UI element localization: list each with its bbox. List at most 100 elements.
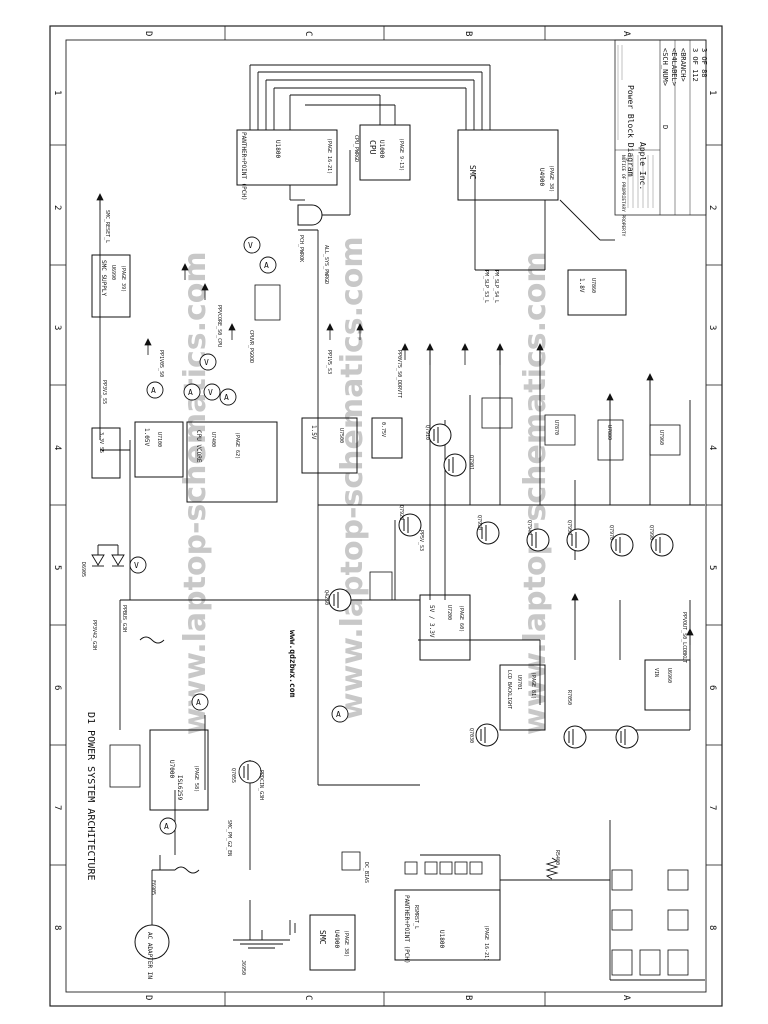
block-u7960-label: U7960 [658,430,664,445]
pch-left-block: PANTHER+POINT (PCH) U1800 (PAGE 16-21) [394,889,501,964]
title-block-page-title: Power Block Diagram [626,85,635,177]
grid-number-7-right: 7 [707,805,717,810]
title-block-notice: NOTICE OF PROPRIETARY PROPERTY [620,155,626,237]
resistor-r5400 [545,857,559,880]
grid-number-2-left: 2 [52,205,62,210]
lcd-backlight-ref: U9701 [516,675,522,690]
rail-ppbus-label: PPBUS_G3H [121,605,127,632]
diode-d6905 [91,544,125,567]
voltmeter-vcore-v2: V [203,383,221,401]
logic-gate-row [404,861,483,875]
grid-number-4-left: 4 [52,445,62,450]
charger-side-block [109,744,141,788]
rail-pp3v42-label: PP3V42_G3H [91,620,97,650]
signal-pch-pwrok-label: PCH_PWROK [298,235,304,262]
grid-number-3-right: 3 [707,325,717,330]
outer-border [49,25,723,1007]
vreg-5v-3v3-block: 5V / 3.3V U7200 (PAGE 60) [419,594,471,661]
charger-ref: U7000 [168,760,175,778]
rail-ppdcin-label: PPDCIN_G3H [258,770,264,800]
mosfet-q7055-label: Q7055 [230,768,236,783]
mosfet-q7901-label: Q7901 [468,455,474,470]
grid-letter-d-top: D [143,31,153,36]
title-block-branch: <BRANCH> [679,48,687,82]
grid-number-1-right: 1 [707,90,717,95]
inner-border [65,39,707,993]
voltmeter-cpu-top: V [243,236,261,254]
cpu-vcore-block: CPU VCORE U7400 (PAGE 62) [186,421,278,503]
grid-number-5-left: 5 [52,565,62,570]
ldo-right-block: VIN U6960 [644,659,691,711]
title-block-rev: D [661,125,669,129]
watermark-center: www.laptop-schematics.com [335,236,370,720]
svg-text:A: A [164,822,169,831]
grid-number-8-left: 8 [52,925,62,930]
pch-left-page: (PAGE 16-21) [483,925,489,961]
vreg-1v5-label: 1.5V [310,425,317,440]
pch-top-block: PANTHER+POINT (PCH) U1800 (PAGE 16-21) [236,129,338,201]
ammeter-5v: A [331,705,349,723]
mosfet-q7990 [650,533,674,557]
mosfet-q7930-label: Q7930 [476,515,482,530]
vreg-1v5-ref: U7500 [338,428,344,443]
signal-all-sys-pwrgd-label: ALL_SYS_PWRGD [323,245,329,284]
title-block-company: Apple Inc. [638,142,647,190]
block-u7880-label: U7880 [606,425,612,440]
voltmeter-ppbus: V [129,556,147,574]
title-block-e4label: <E4LABEL> [670,48,678,86]
smc-left-block: SMC U4900 (PAGE 38) [309,914,356,971]
ldo-right-ref: U6960 [666,668,672,683]
lcd-backlight-label: LCD BACKLIGHT [506,670,512,709]
mosfet-q7920 [398,513,422,537]
vreg-3v3-s5-label: 3.3V S5 [98,432,104,453]
svg-text:V: V [134,561,139,570]
ac-adapter: AC ADAPTER IN [134,869,175,979]
cpu-sense-block [254,284,281,321]
mosfet-q7950 [566,528,590,552]
mosfet-q7055: Q7055 [230,760,262,784]
signal-rsmrst-label: RSMRST_L [413,905,419,929]
vreg-1v05-block: 1.05V U7100 [134,421,184,478]
ammeter-charger-in: A [159,817,177,835]
resistor-r7050-label: R7050 [566,690,572,705]
mosfet-q7910 [428,423,452,447]
ammeter-cpu-top: A [259,256,277,274]
vreg-1v5-block: 1.5V U7500 [301,417,358,474]
smc-supply-page: (PAGE 39) [120,265,126,292]
rail-ppvcore-label: PPVCORE_S0_CPU [216,305,222,347]
grid-number-7-left: 7 [52,805,62,810]
svg-text:V: V [248,241,253,250]
cpu-ref: U1000 [378,140,385,158]
vreg-3v3-s5-block: 3.3V S5 [91,427,121,479]
mosfet-q7920-label: Q7920 [398,505,404,520]
grid-letter-c-bottom: C [303,995,313,1000]
diagram-title: D1 POWER SYSTEM ARCHITECTURE [85,712,96,881]
signal-dc-bias-label: DC_BIAS [363,862,369,883]
mosfet-q4260-label: Q4260 [323,590,329,605]
small-and-gate-left [341,851,361,871]
signal-smc-pm-g2-en-label: SMC_PM_G2_EN [226,820,232,856]
smc-right-page: (PAGE 38) [548,165,554,192]
smc-left-page: (PAGE 38) [343,930,349,957]
grid-letter-b-bottom: B [463,995,473,1000]
grid-letter-d-bottom: D [143,995,153,1000]
ammeter-1v05: A [146,381,164,399]
signal-smc-reset-label: SMC_RESET_L [104,210,110,243]
rail-pp1v5-label: PP1V5_S3 [326,350,332,374]
mosfet-q7901 [443,453,467,477]
smc-supply-ref: U6990 [110,265,116,280]
signal-cpu-pwrgd-label: CPU_PWRGD [353,135,359,162]
title-block-sheet-of: 3 OF 88 [700,48,708,78]
svg-text:A: A [224,393,229,402]
voltmeter-vcore-a: A [183,383,201,401]
signal-vr-pwrgd-label: CPUVR_PGOOD [248,330,254,363]
svg-text:A: A [188,388,193,397]
cpu-page: (PAGE 9-13) [398,138,404,171]
block-u7500b [481,397,513,429]
svg-text:A: A [151,386,156,395]
rail-pp5v-s3-label: PP5V_S3 [418,530,424,551]
mosfet-q7940-label: Q7940 [526,520,532,535]
connector-j6950-label: J6950 [240,960,246,975]
pch-top-ref: U1800 [274,140,281,158]
